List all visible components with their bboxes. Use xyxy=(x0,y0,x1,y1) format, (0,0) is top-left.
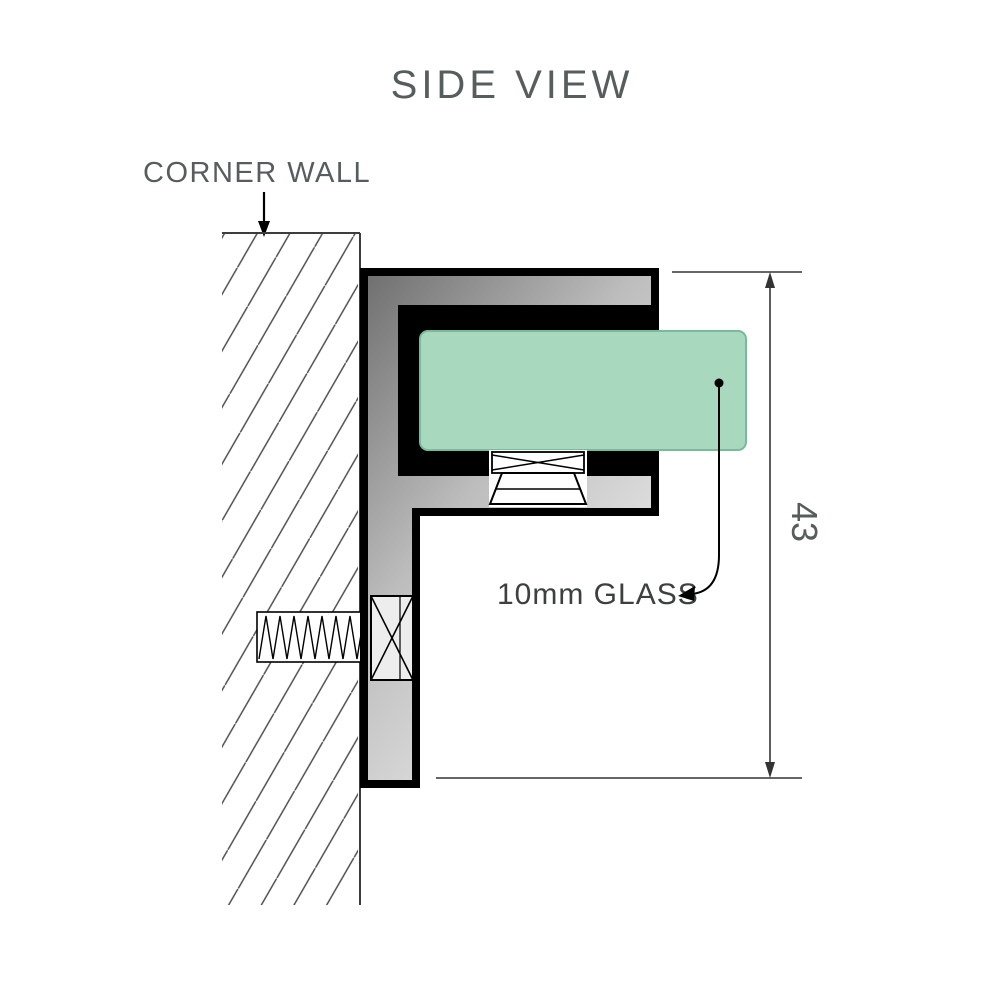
glass-leader-dot xyxy=(714,378,724,388)
glass-panel xyxy=(419,330,747,451)
gasket-detail xyxy=(488,450,588,507)
corner-wall-arrow xyxy=(258,192,270,237)
glass-leader-line xyxy=(678,378,724,601)
dimension-arrow-bottom xyxy=(765,762,775,778)
wall-hatching xyxy=(222,233,358,905)
diagram-title: SIDE VIEW xyxy=(391,63,634,107)
glass-label: 10mm GLASS xyxy=(497,578,699,611)
screw-head xyxy=(370,595,414,681)
dimension-arrow-top xyxy=(765,272,775,288)
dimension-value: 43 xyxy=(784,502,825,542)
corner-wall-label: CORNER WALL xyxy=(143,157,371,189)
glass-channel xyxy=(398,305,658,476)
dimension-lines xyxy=(436,271,802,779)
screw-thread xyxy=(256,611,371,663)
